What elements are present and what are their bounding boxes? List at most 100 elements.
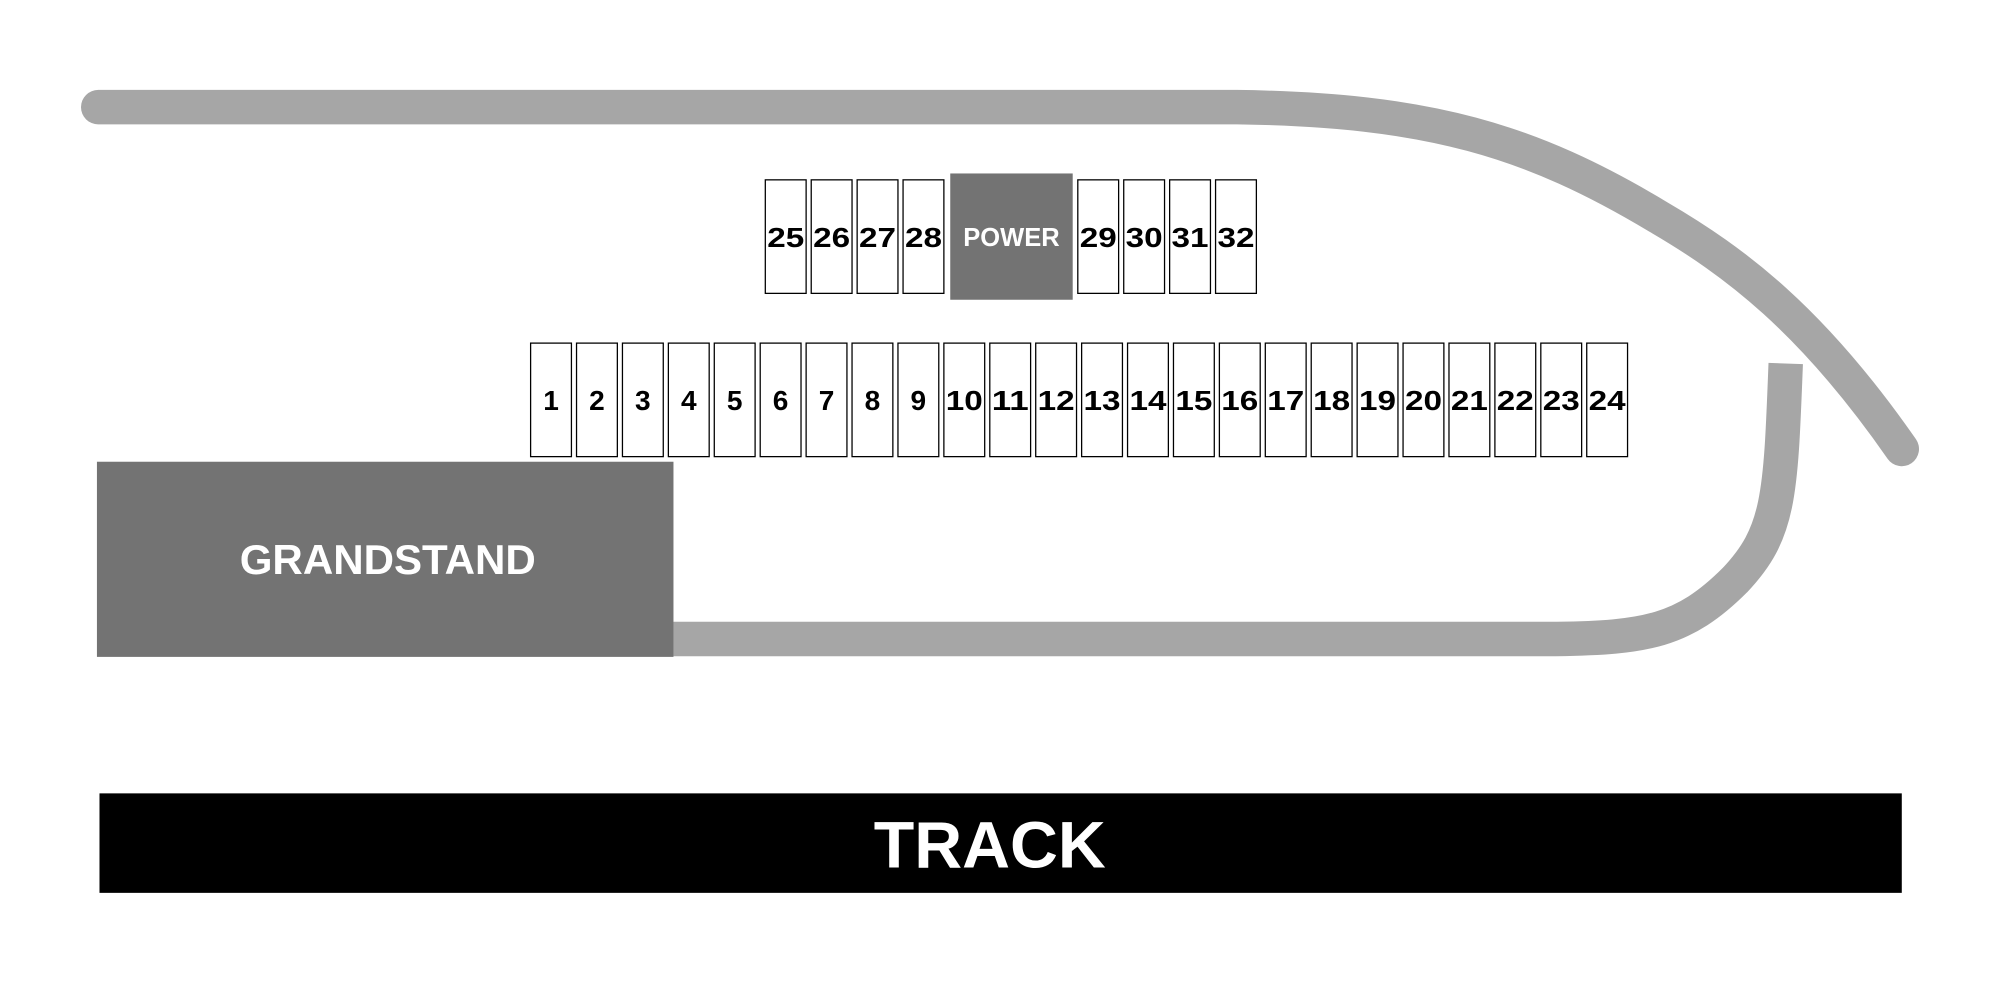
parking-space-1[interactable]: 1 [529, 342, 573, 458]
space-box [1310, 342, 1353, 458]
space-number: 9 [911, 385, 927, 416]
space-number: 7 [819, 385, 835, 416]
space-box [575, 342, 618, 458]
space-number: 13 [1084, 385, 1121, 416]
parking-space-17[interactable]: 17 [1264, 342, 1307, 458]
space-number: 10 [946, 385, 983, 416]
space-number: 15 [1175, 385, 1212, 416]
space-box [1356, 342, 1399, 458]
power-block: POWER [950, 173, 1073, 300]
parking-space-22[interactable]: 22 [1494, 342, 1537, 458]
space-row-top-left: 25 26 27 28 [764, 179, 945, 295]
parking-space-16[interactable]: 16 [1218, 342, 1261, 458]
parking-space-5[interactable]: 5 [713, 342, 756, 458]
parking-space-31[interactable]: 31 [1169, 179, 1212, 295]
space-number: 4 [681, 385, 697, 416]
space-number: 18 [1313, 385, 1350, 416]
space-number: 11 [992, 385, 1029, 416]
space-number: 20 [1405, 385, 1442, 416]
parking-space-7[interactable]: 7 [805, 342, 848, 458]
space-box [805, 342, 848, 458]
upper-road [80, 89, 1920, 467]
space-box [989, 342, 1032, 458]
space-number: 26 [813, 222, 850, 253]
parking-space-12[interactable]: 12 [1035, 342, 1078, 458]
space-box [943, 342, 986, 458]
parking-space-24[interactable]: 24 [1586, 342, 1629, 458]
track: TRACK [99, 793, 1902, 893]
grandstand: GRANDSTAND [96, 461, 674, 657]
space-box [1448, 342, 1491, 458]
space-number: 14 [1129, 385, 1166, 416]
space-box [897, 342, 940, 458]
parking-space-21[interactable]: 21 [1448, 342, 1491, 458]
space-box [713, 342, 756, 458]
parking-space-26[interactable]: 26 [810, 179, 853, 295]
space-box [851, 342, 894, 458]
space-box [1214, 179, 1258, 295]
parking-space-4[interactable]: 4 [667, 342, 710, 458]
space-number: 28 [905, 222, 942, 253]
parking-space-18[interactable]: 18 [1310, 342, 1353, 458]
parking-space-13[interactable]: 13 [1080, 342, 1124, 458]
parking-space-3[interactable]: 3 [621, 342, 664, 458]
space-number: 5 [727, 385, 743, 416]
parking-space-10[interactable]: 10 [943, 342, 986, 458]
space-number: 30 [1126, 222, 1163, 253]
space-box [1077, 179, 1120, 295]
parking-space-29[interactable]: 29 [1077, 179, 1120, 295]
track-label: TRACK [874, 808, 1106, 882]
parking-space-20[interactable]: 20 [1402, 342, 1445, 458]
space-number: 31 [1172, 222, 1209, 253]
space-number: 12 [1038, 385, 1075, 416]
space-number: 25 [767, 222, 804, 253]
parking-space-23[interactable]: 23 [1540, 342, 1583, 458]
space-number: 2 [589, 385, 605, 416]
space-box [902, 179, 945, 295]
space-box [1123, 179, 1166, 295]
space-box [1218, 342, 1261, 458]
parking-space-2[interactable]: 2 [575, 342, 618, 458]
space-number: 24 [1589, 385, 1626, 416]
space-box [1126, 342, 1170, 458]
space-box [1080, 342, 1124, 458]
space-box [1169, 179, 1212, 295]
space-number: 21 [1451, 385, 1488, 416]
space-number: 27 [859, 222, 896, 253]
space-box [621, 342, 664, 458]
parking-space-14[interactable]: 14 [1126, 342, 1170, 458]
space-box [1264, 342, 1307, 458]
parking-space-28[interactable]: 28 [902, 179, 945, 295]
space-box [1586, 342, 1629, 458]
space-number: 1 [543, 385, 559, 416]
space-number: 19 [1359, 385, 1396, 416]
space-number: 32 [1217, 222, 1254, 253]
space-box [1494, 342, 1537, 458]
parking-space-8[interactable]: 8 [851, 342, 894, 458]
space-box [1402, 342, 1445, 458]
space-box [1540, 342, 1583, 458]
space-number: 29 [1080, 222, 1117, 253]
space-box [529, 342, 573, 458]
parking-space-19[interactable]: 19 [1356, 342, 1399, 458]
parking-space-30[interactable]: 30 [1123, 179, 1166, 295]
parking-space-11[interactable]: 11 [989, 342, 1032, 458]
parking-space-6[interactable]: 6 [759, 342, 802, 458]
space-number: 22 [1497, 385, 1534, 416]
space-number: 8 [865, 385, 881, 416]
space-number: 6 [773, 385, 789, 416]
space-box [1172, 342, 1215, 458]
space-box [856, 179, 899, 295]
space-box [759, 342, 802, 458]
space-number: 3 [635, 385, 651, 416]
parking-space-25[interactable]: 25 [764, 179, 807, 295]
parking-space-15[interactable]: 15 [1172, 342, 1215, 458]
parking-space-32[interactable]: 32 [1214, 179, 1258, 295]
space-box [667, 342, 710, 458]
parking-space-9[interactable]: 9 [897, 342, 940, 458]
space-number: 17 [1267, 385, 1304, 416]
power-label: POWER [963, 224, 1059, 252]
parking-space-27[interactable]: 27 [856, 179, 899, 295]
